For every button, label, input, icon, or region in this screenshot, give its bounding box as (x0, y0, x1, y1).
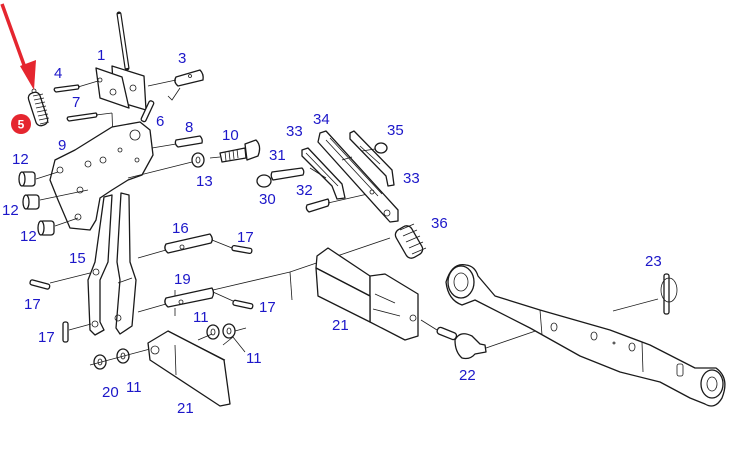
label-17c[interactable]: 17 (259, 299, 276, 316)
label-20[interactable]: 20 (102, 384, 119, 401)
part-17-pin-b[interactable] (29, 272, 91, 290)
leader-line (289, 237, 391, 273)
part-11-washer-a[interactable] (206, 324, 220, 340)
label-19[interactable]: 19 (174, 271, 191, 288)
label-12a[interactable]: 12 (12, 151, 29, 168)
part-11-washer-b[interactable] (222, 323, 247, 353)
label-13[interactable]: 13 (196, 173, 213, 190)
part-12-bushing-top[interactable] (18, 171, 59, 187)
part-6-roll-pin[interactable] (140, 100, 155, 123)
label-30[interactable]: 30 (259, 191, 276, 208)
label-9[interactable]: 9 (58, 137, 66, 154)
part-31-pin[interactable] (270, 167, 305, 181)
part-8-pin[interactable] (151, 135, 203, 149)
part-21-block-center[interactable] (315, 247, 419, 341)
label-11c[interactable]: 11 (126, 379, 142, 396)
label-22[interactable]: 22 (459, 367, 476, 384)
label-11b[interactable]: 11 (246, 350, 262, 367)
highlight-badge[interactable]: 5 (11, 114, 31, 134)
part-34-strap[interactable] (317, 130, 399, 223)
part-17-pin-c[interactable] (232, 299, 254, 310)
label-21b[interactable]: 21 (332, 317, 349, 334)
label-12b[interactable]: 12 (2, 202, 19, 219)
part-17-pin-a[interactable] (231, 244, 253, 255)
label-3[interactable]: 3 (178, 50, 186, 67)
part-13-washer[interactable] (127, 152, 205, 179)
label-11a[interactable]: 11 (193, 309, 209, 326)
part-20-washer[interactable] (89, 348, 151, 370)
part-16-pin[interactable] (137, 233, 233, 259)
label-8[interactable]: 8 (185, 119, 193, 136)
part-15-lift-arm-right[interactable] (114, 192, 137, 335)
part-12-bushing-middle[interactable] (22, 189, 89, 210)
label-1[interactable]: 1 (97, 47, 105, 64)
label-33b[interactable]: 33 (403, 170, 420, 187)
part-4-cotter-pin[interactable] (53, 80, 99, 93)
label-10[interactable]: 10 (222, 127, 239, 144)
part-3-pin[interactable] (147, 69, 204, 101)
leader-line (289, 271, 293, 301)
part-36-spring[interactable] (393, 223, 427, 261)
part-33-bracket-left[interactable] (301, 147, 346, 200)
label-4[interactable]: 4 (54, 65, 62, 82)
part-30-nut[interactable] (256, 174, 272, 188)
label-12c[interactable]: 12 (20, 228, 37, 245)
part-19-pin[interactable] (137, 271, 291, 316)
label-36[interactable]: 36 (431, 215, 448, 232)
highlight-arrow (0, 3, 36, 90)
part-17-pin-d[interactable] (62, 321, 92, 343)
label-17b[interactable]: 17 (24, 296, 41, 313)
part-labels: 1 3 4 6 7 8 9 10 11 11 11 12 12 12 13 15… (2, 47, 662, 417)
part-15-lift-arm-left[interactable] (87, 194, 113, 336)
badge-number: 5 (18, 118, 25, 132)
part-23-linch-pin[interactable] (660, 273, 678, 315)
part-22-ball-joint[interactable] (420, 319, 551, 360)
label-15[interactable]: 15 (69, 250, 86, 267)
lower-link-arm[interactable] (445, 263, 726, 407)
label-34[interactable]: 34 (313, 111, 330, 128)
label-6[interactable]: 6 (156, 113, 164, 130)
part-10-bolt[interactable] (209, 139, 261, 163)
part-1-lever-bracket[interactable] (95, 11, 147, 111)
label-16[interactable]: 16 (172, 220, 189, 237)
label-33a[interactable]: 33 (286, 123, 303, 140)
part-33-bracket-right[interactable] (349, 130, 395, 187)
label-17a[interactable]: 17 (237, 229, 254, 246)
label-23[interactable]: 23 (645, 253, 662, 270)
label-31[interactable]: 31 (269, 147, 286, 164)
label-32[interactable]: 32 (296, 182, 313, 199)
label-21a[interactable]: 21 (177, 400, 194, 417)
label-7[interactable]: 7 (72, 94, 80, 111)
part-9-side-plate[interactable] (49, 121, 154, 231)
label-17d[interactable]: 17 (38, 329, 55, 346)
part-35-nut[interactable] (361, 142, 388, 154)
label-35[interactable]: 35 (387, 122, 404, 139)
part-12-bushing-bottom[interactable] (37, 217, 79, 236)
part-21-block-left[interactable] (147, 330, 231, 407)
